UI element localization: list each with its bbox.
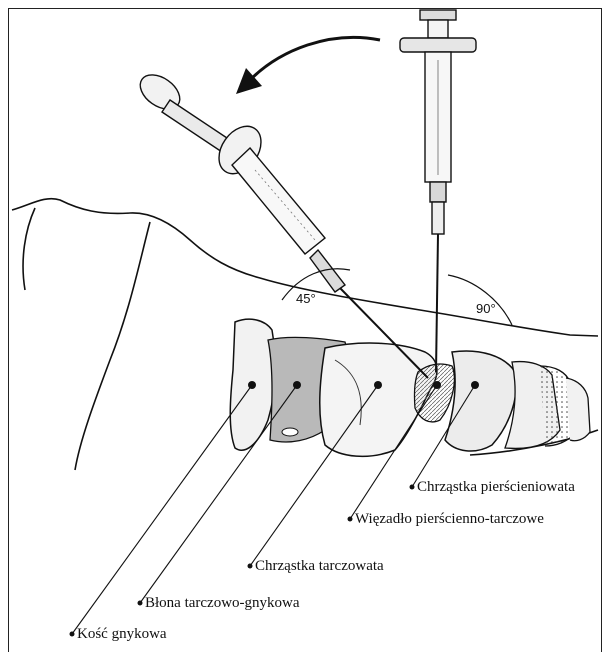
label-cricothyroid-ligament: Więzadło pierścienno-tarczowe <box>355 510 544 528</box>
trachea <box>505 362 590 449</box>
label-thyrohyoid-membrane: Błona tarczowo-gnykowa <box>145 594 300 612</box>
cricothyroid-ligament <box>414 364 454 422</box>
label-hyoid-bone: Kość gnykowa <box>77 625 167 643</box>
label-cricoid-cartilage: Chrząstka pierścieniowata <box>417 478 575 496</box>
angle-label-90: 90° <box>476 300 496 318</box>
angle-label-45: 45° <box>296 290 316 308</box>
cricoid-cartilage <box>445 351 516 451</box>
angled-syringe <box>134 68 428 378</box>
label-thyroid-cartilage: Chrząstka tarczowata <box>255 557 384 575</box>
rotation-arrow <box>236 37 380 94</box>
